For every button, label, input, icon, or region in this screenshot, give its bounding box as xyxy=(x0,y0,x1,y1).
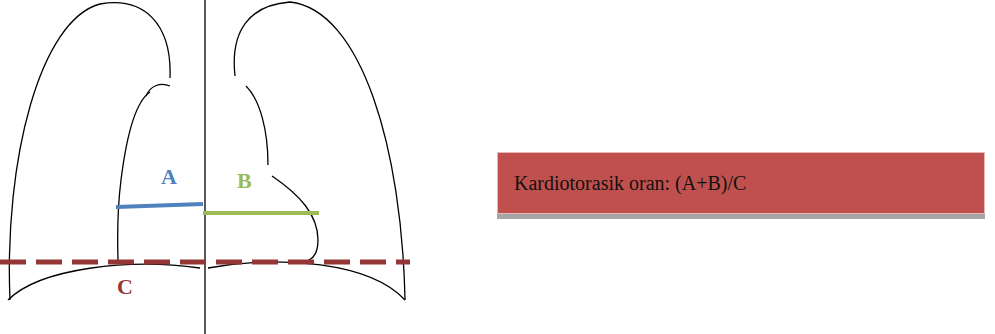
dimension-label: C xyxy=(117,276,133,298)
formula-box: Kardiotorasik oran: (A+B)/C xyxy=(497,152,985,214)
measure-line-b xyxy=(203,211,319,215)
midline xyxy=(204,0,205,334)
measure-line-c xyxy=(0,260,410,265)
dimension-label: B xyxy=(237,170,252,192)
dimension-label: A xyxy=(161,166,177,188)
left-heart-border xyxy=(272,176,318,262)
right-lung-outline xyxy=(9,3,170,300)
box-shadow xyxy=(497,214,985,219)
right-diaphragm xyxy=(8,264,200,300)
left-lung-outline xyxy=(234,2,405,300)
left-diaphragm xyxy=(208,262,405,300)
measure-line-a xyxy=(116,204,203,207)
right-heart-border xyxy=(118,92,150,262)
aortic-contour xyxy=(146,84,170,96)
pulmonary-contour xyxy=(246,86,268,165)
formula-text: Kardiotorasik oran: (A+B)/C xyxy=(498,172,762,195)
